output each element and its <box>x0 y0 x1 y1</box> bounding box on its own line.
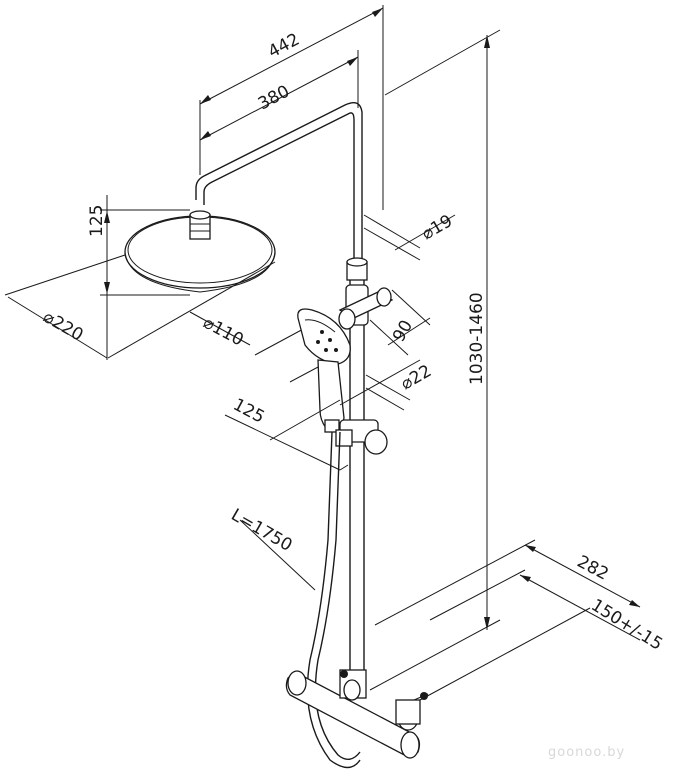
dimension-hose-length: L=1750 <box>228 505 316 591</box>
dim-label-125-hand: 125 <box>230 395 268 428</box>
dim-label-diameter-110: ⌀110 <box>200 313 247 351</box>
thermostatic-mixer <box>285 669 429 759</box>
dimension-connection-spacing: 150+/-15 <box>419 569 666 701</box>
dim-label-380: 380 <box>255 82 293 115</box>
hand-shower-holder <box>338 284 394 330</box>
hand-shower <box>297 308 351 433</box>
dimension-bar-diameter: ⌀22 <box>339 359 436 411</box>
dim-label-1030-1460: 1030-1460 <box>467 292 487 385</box>
dimension-total-height: 1030-1460 <box>369 29 501 691</box>
dimension-380: 380 <box>199 50 359 175</box>
dim-label-282: 282 <box>574 552 612 585</box>
dim-label-442: 442 <box>265 30 303 63</box>
overhead-shower-head <box>124 210 276 293</box>
slide-bar <box>346 257 368 680</box>
dim-label-diameter-220: ⌀220 <box>40 307 87 346</box>
dimension-head-height: 125 <box>87 195 190 360</box>
dimension-442: 442 <box>199 5 384 210</box>
dim-label-hose-length: L=1750 <box>228 505 296 556</box>
dim-label-125-head: 125 <box>87 205 107 237</box>
shower-arm <box>195 102 363 265</box>
watermark-text: goonoo.by <box>548 745 625 760</box>
dimension-pipe-diameter: ⌀19 <box>363 211 457 261</box>
dim-label-diameter-19: ⌀19 <box>419 211 457 244</box>
shower-hose <box>306 431 361 769</box>
dim-label-diameter-22: ⌀22 <box>398 361 436 394</box>
dim-label-150: 150+/-15 <box>587 595 666 654</box>
lower-bracket <box>335 419 388 455</box>
